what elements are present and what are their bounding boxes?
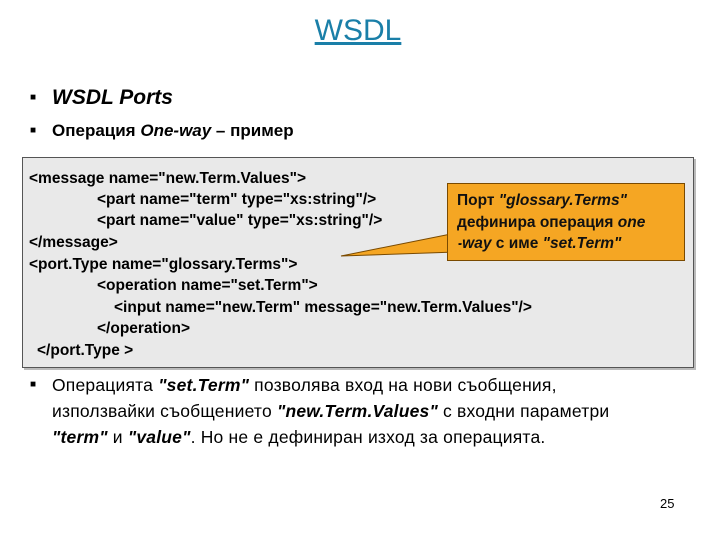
code-line: <input name="new.Term" message="new.Term… [114,299,532,316]
square-bullet-icon: ■ [30,92,37,103]
callout-note: Порт "glossary.Terms" дефинира операция … [447,183,685,261]
code-example-box: <message name="new.Term.Values"> <part n… [22,157,694,368]
code-line: <part name="value" type="xs:string"/> [97,212,383,229]
bullet-text: WSDL Ports [52,86,173,109]
paragraph-line: използвайки съобщението "new.Term.Values… [52,401,610,421]
bullet-text: Операция One-way – пример [52,121,294,140]
code-line: <part name="term" type="xs:string"/> [97,191,377,208]
paragraph-line: "term" и "value". Но не е дефиниран изхо… [52,427,546,447]
code-line: </operation> [97,320,191,337]
code-line: </message> [29,234,118,251]
page-number: 25 [660,496,675,511]
callout-line: -way с име "set.Term" [457,235,622,252]
callout-line: дефинира операция one [457,214,646,231]
callout-line: Порт "glossary.Terms" [457,192,627,209]
code-line: </port.Type > [37,342,134,359]
paragraph-line: Операцията "set.Term" позволява вход на … [52,375,557,395]
square-bullet-icon: ■ [30,379,37,390]
code-line: <port.Type name="glossary.Terms"> [29,256,298,273]
code-line: <operation name="set.Term"> [97,277,318,294]
square-bullet-icon: ■ [30,125,37,136]
slide-title: WSDL [314,14,402,47]
code-line: <message name="new.Term.Values"> [29,170,307,187]
